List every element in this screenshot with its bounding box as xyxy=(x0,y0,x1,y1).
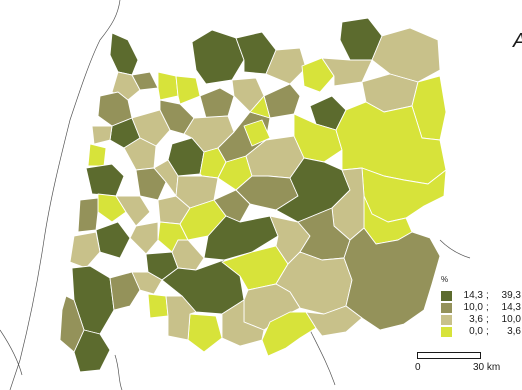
municipality[interactable] xyxy=(171,239,205,271)
municipality[interactable] xyxy=(191,29,245,85)
legend-unit: % xyxy=(441,275,449,284)
legend-low: 10,0 xyxy=(463,302,483,313)
municipality[interactable] xyxy=(301,57,335,93)
municipality[interactable] xyxy=(95,221,131,259)
legend-swatch xyxy=(441,303,452,313)
context-lines xyxy=(0,0,471,390)
legend-separator: ; xyxy=(486,302,489,313)
legend-separator: ; xyxy=(486,290,489,301)
legend-high: 3,6 xyxy=(507,326,521,337)
municipality[interactable] xyxy=(293,113,343,163)
municipality[interactable] xyxy=(157,71,179,101)
scale-bar-rect xyxy=(417,352,481,359)
legend-high: 14,3 xyxy=(501,302,521,313)
municipality[interactable] xyxy=(175,75,201,105)
municipality[interactable] xyxy=(131,271,163,295)
municipality[interactable] xyxy=(261,311,317,357)
municipality[interactable] xyxy=(263,83,301,119)
municipalities xyxy=(59,17,447,373)
legend-swatch xyxy=(441,327,452,337)
municipality[interactable] xyxy=(147,293,169,319)
legend-swatch xyxy=(441,291,452,301)
municipality[interactable] xyxy=(77,197,99,233)
municipality[interactable] xyxy=(249,95,271,119)
municipality[interactable] xyxy=(123,137,157,171)
municipality[interactable] xyxy=(59,295,85,353)
legend-separator: ; xyxy=(486,314,489,325)
municipality[interactable] xyxy=(343,227,441,331)
scale-bar: 0 30 km xyxy=(415,352,500,382)
municipality[interactable] xyxy=(199,87,235,119)
municipality[interactable] xyxy=(165,295,197,341)
legend-low: 14,3 xyxy=(463,290,483,301)
municipality[interactable] xyxy=(135,167,167,201)
scale-start-label: 0 xyxy=(415,362,421,373)
legend-low: 0,0 xyxy=(469,326,483,337)
municipality[interactable] xyxy=(115,195,151,227)
municipality[interactable] xyxy=(265,47,307,85)
municipality[interactable] xyxy=(87,143,107,167)
municipality[interactable] xyxy=(109,32,139,76)
municipality[interactable] xyxy=(131,109,171,147)
municipality[interactable] xyxy=(371,27,441,83)
scale-end-label: 30 km xyxy=(473,362,501,373)
municipality[interactable] xyxy=(305,305,363,337)
municipality[interactable] xyxy=(221,299,265,347)
municipality[interactable] xyxy=(85,163,125,197)
municipality[interactable] xyxy=(243,119,271,147)
municipality[interactable] xyxy=(187,313,223,353)
municipality[interactable] xyxy=(109,271,141,311)
cut-off-text: A xyxy=(513,30,522,53)
municipality[interactable] xyxy=(91,125,113,145)
legend-swatch xyxy=(441,315,452,325)
municipality[interactable] xyxy=(69,231,101,269)
municipality[interactable] xyxy=(129,221,159,255)
legend-low: 3,6 xyxy=(469,314,483,325)
municipality[interactable] xyxy=(213,189,251,223)
legend-high: 39,3 xyxy=(501,290,521,301)
legend-separator: ; xyxy=(486,326,489,337)
legend-high: 10,0 xyxy=(501,314,521,325)
